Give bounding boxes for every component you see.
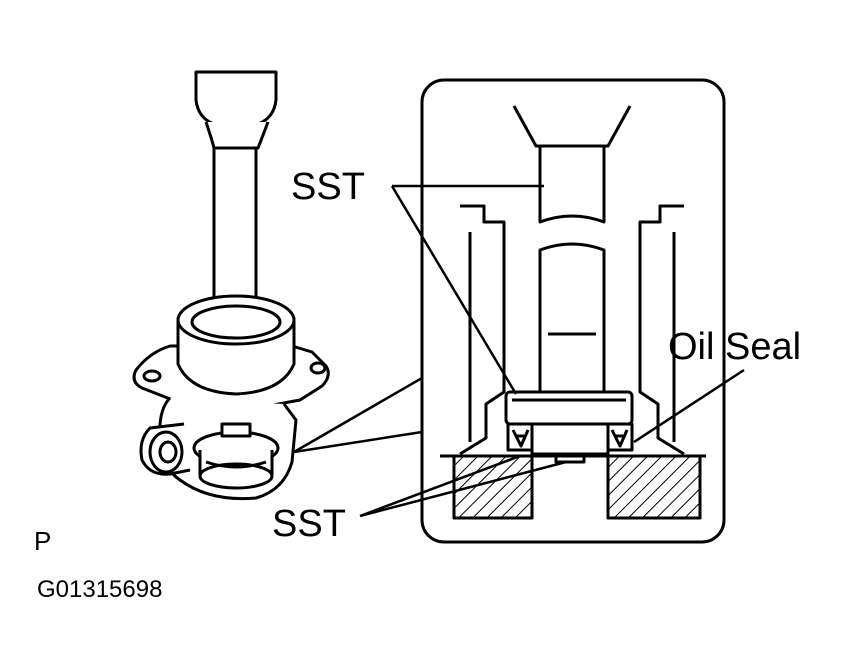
base-block-right xyxy=(606,454,702,520)
leader-oil-seal xyxy=(633,368,745,444)
press-handle-taper xyxy=(204,121,270,150)
oil-seal-label: Oil Seal xyxy=(668,326,802,368)
figure-code: G01315698 xyxy=(37,576,163,603)
leader-sst-bottom xyxy=(359,454,567,518)
press-handle xyxy=(194,70,278,126)
leader-lines xyxy=(293,184,745,518)
flange-bolt-hole xyxy=(309,361,327,375)
press-wedge xyxy=(512,105,632,148)
sst-guide xyxy=(530,422,610,456)
overview-illustration xyxy=(132,70,330,501)
leader-sst-top xyxy=(390,184,544,395)
housing-wall-left xyxy=(459,204,506,456)
sst-driver xyxy=(504,390,634,426)
housing-wall-right xyxy=(638,204,685,456)
view-letter: P xyxy=(34,526,52,556)
sst-label-bottom: SST xyxy=(272,503,346,545)
zoom-callout xyxy=(293,376,423,454)
sst-shaft-lower xyxy=(538,242,606,394)
sst-shaft-upper xyxy=(538,146,606,224)
sst-label-top: SST xyxy=(291,166,365,208)
flange-bolt-hole xyxy=(142,369,162,383)
